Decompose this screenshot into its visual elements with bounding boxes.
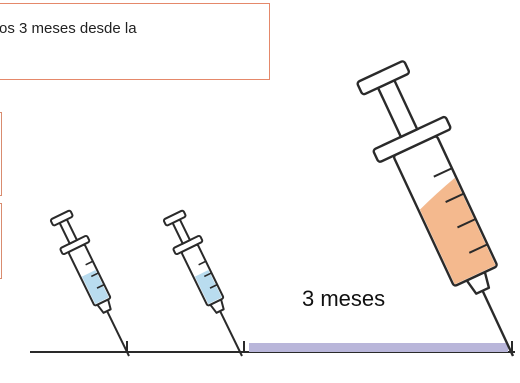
second-dose-syringe [158,207,257,364]
interval-bar [249,343,508,352]
interval-label: 3 meses [302,286,386,311]
side-box-lower [0,203,2,279]
note-box: os 3 meses desde la [0,3,270,80]
booster-syringe [356,60,515,357]
side-box-upper [0,112,2,196]
first-dose-syringe [45,207,144,364]
note-text: os 3 meses desde la [0,20,137,37]
